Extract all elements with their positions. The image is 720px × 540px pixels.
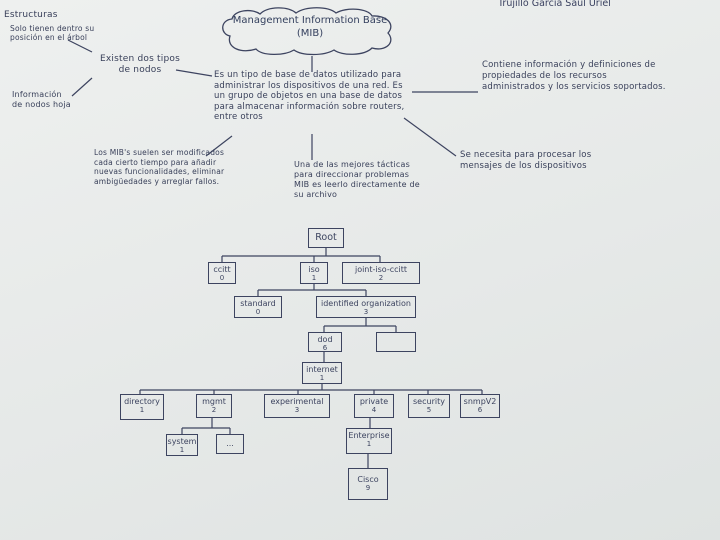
note-contiene: Contiene información y definiciones de p… (482, 60, 666, 92)
node-internet-number: 1 (319, 374, 325, 382)
node-joint-label: joint-iso-ccitt (354, 265, 408, 274)
node-dod-number: 6 (322, 344, 328, 352)
node-iso: iso 1 (300, 262, 328, 284)
node-joint-number: 2 (378, 274, 384, 282)
node-blank (376, 332, 416, 352)
node-directory-number: 1 (139, 406, 145, 414)
node-enterprise: Enterprise 1 (346, 428, 392, 454)
note-tipos: Existen dos tipos de nodos (100, 54, 180, 75)
node-security: security 5 (408, 394, 450, 418)
node-standard-number: 0 (255, 308, 261, 316)
note-info-nodos: Información de nodos hoja (12, 90, 71, 109)
node-mgmt-number: 2 (211, 406, 217, 414)
node-more: ... (216, 434, 244, 454)
node-mgmt: mgmt 2 (196, 394, 232, 418)
node-identified-organization: identified organization 3 (316, 296, 416, 318)
node-standard: standard 0 (234, 296, 282, 318)
node-security-number: 5 (426, 406, 432, 414)
node-mgmt-label: mgmt (202, 397, 226, 406)
node-snmpv2-label: snmpV2 (463, 397, 497, 406)
node-iso-number: 1 (311, 274, 317, 282)
node-root-label: Root (315, 232, 337, 243)
node-system-number: 1 (179, 446, 185, 454)
node-ccitt-number: 0 (219, 274, 225, 282)
node-security-label: security (413, 397, 445, 406)
note-definicion: Es un tipo de base de datos utilizado pa… (214, 70, 405, 122)
note-estructuras-desc: Solo tienen dentro su posición en el árb… (10, 24, 95, 42)
node-org-label: identified organization (321, 299, 411, 308)
node-snmpv2: snmpV2 6 (460, 394, 500, 418)
node-dod: dod 6 (308, 332, 342, 352)
node-private-label: private (359, 397, 389, 406)
node-experimental: experimental 3 (264, 394, 330, 418)
node-cisco: Cisco 9 (348, 468, 388, 500)
note-estructuras: Estructuras (4, 10, 58, 20)
node-internet-label: internet (306, 365, 338, 374)
node-ccitt: ccitt 0 (208, 262, 236, 284)
node-experimental-number: 3 (294, 406, 300, 414)
node-root: Root (308, 228, 344, 248)
central-concept: Management Information Base (MIB) (222, 14, 398, 40)
node-directory-label: directory (124, 397, 160, 406)
node-org-number: 3 (363, 308, 369, 316)
node-joint-iso-ccitt: joint-iso-ccitt 2 (342, 262, 420, 284)
central-abbr: (MIB) (296, 28, 324, 39)
node-private-number: 4 (371, 406, 377, 414)
node-private: private 4 (354, 394, 394, 418)
node-cisco-number: 9 (365, 484, 371, 492)
node-snmpv2-number: 6 (477, 406, 483, 414)
node-system: system 1 (166, 434, 198, 456)
node-dod-label: dod (317, 335, 333, 344)
node-directory: directory 1 (120, 394, 164, 420)
note-mibs: Los MIB's suelen ser modificados cada ci… (94, 148, 225, 186)
central-title: Management Information Base (232, 15, 388, 26)
node-ccitt-label: ccitt (213, 265, 231, 274)
node-cisco-label: Cisco (357, 475, 379, 484)
node-system-label: system (167, 437, 197, 446)
node-experimental-label: experimental (270, 397, 324, 406)
author-name: Trujillo García Saul Uriel (498, 0, 611, 9)
node-enterprise-number: 1 (366, 440, 372, 448)
node-enterprise-label: Enterprise (348, 431, 390, 440)
node-more-label: ... (226, 439, 234, 448)
note-tacticas: Una de las mejores tácticas para direcci… (294, 160, 420, 199)
note-procesar: Se necesita para procesar los mensajes d… (460, 150, 592, 171)
node-iso-label: iso (308, 265, 320, 274)
node-internet: internet 1 (302, 362, 342, 384)
cloud-shape (222, 7, 392, 56)
node-standard-label: standard (240, 299, 276, 308)
